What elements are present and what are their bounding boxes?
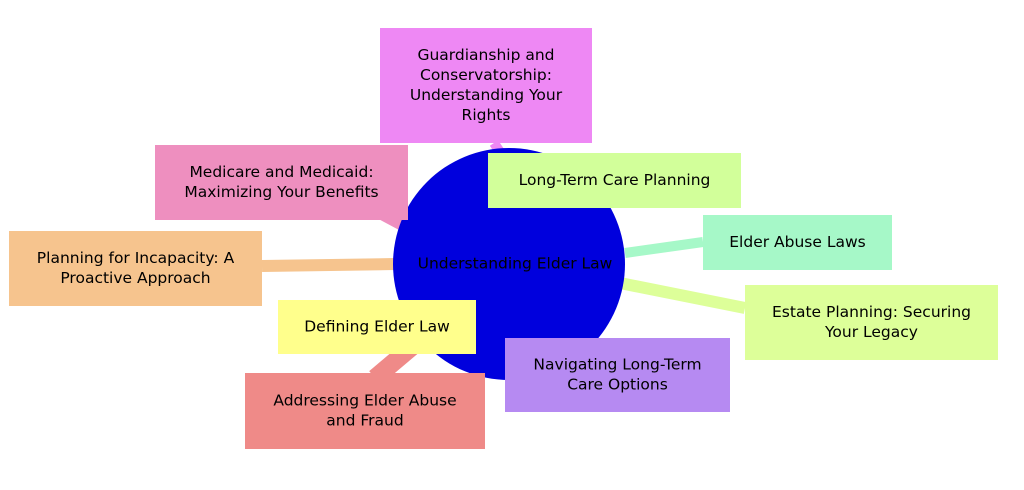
node-box-addressing-abuse-fraud — [245, 373, 485, 449]
node-elder-abuse-laws: Elder Abuse Laws — [703, 215, 892, 270]
root-label: Understanding Elder Law — [418, 255, 613, 273]
node-label-addressing-abuse-fraud: and Fraud — [326, 412, 403, 430]
node-label-defining-elder-law: Defining Elder Law — [304, 318, 450, 336]
edge-estate-planning — [618, 277, 747, 314]
node-label-guardianship: Conservatorship: — [420, 66, 552, 84]
node-box-defining-elder-law — [278, 300, 476, 354]
node-label-guardianship: Rights — [462, 106, 511, 124]
node-box-estate-planning — [745, 285, 998, 360]
node-label-estate-planning: Your Legacy — [824, 323, 918, 341]
node-box-medicare-medicaid — [155, 145, 408, 220]
node-defining-elder-law: Defining Elder Law — [278, 300, 476, 354]
node-label-medicare-medicaid: Maximizing Your Benefits — [184, 183, 378, 201]
node-label-long-term-care-planning: Long-Term Care Planning — [519, 171, 711, 189]
node-label-planning-incapacity: Proactive Approach — [60, 269, 210, 287]
node-long-term-care-planning: Long-Term Care Planning — [488, 153, 741, 208]
edge-planning-incapacity — [261, 258, 396, 272]
node-label-elder-abuse-laws: Elder Abuse Laws — [729, 233, 865, 251]
node-label-navigating-ltc: Care Options — [567, 376, 668, 394]
node-label-guardianship: Guardianship and — [417, 46, 554, 64]
node-medicare-medicaid: Medicare and Medicaid: Maximizing Your Be… — [155, 145, 408, 220]
node-box-navigating-ltc — [505, 338, 730, 412]
node-box-elder-abuse-laws — [703, 215, 892, 270]
node-label-estate-planning: Estate Planning: Securing — [772, 303, 971, 321]
node-label-addressing-abuse-fraud: Addressing Elder Abuse — [273, 392, 456, 410]
node-addressing-abuse-fraud: Addressing Elder Abuse and Fraud — [245, 373, 485, 449]
node-label-guardianship: Understanding Your — [410, 86, 563, 104]
node-box-guardianship — [380, 28, 592, 143]
node-box-planning-incapacity — [9, 231, 262, 306]
node-label-medicare-medicaid: Medicare and Medicaid: — [189, 163, 373, 181]
node-label-planning-incapacity: Planning for Incapacity: A — [37, 249, 235, 267]
node-planning-incapacity: Planning for Incapacity: A Proactive Appr… — [9, 231, 262, 306]
edge-elder-abuse-laws — [624, 237, 704, 258]
node-box-long-term-care-planning — [488, 153, 741, 208]
node-label-navigating-ltc: Navigating Long-Term — [533, 356, 701, 374]
